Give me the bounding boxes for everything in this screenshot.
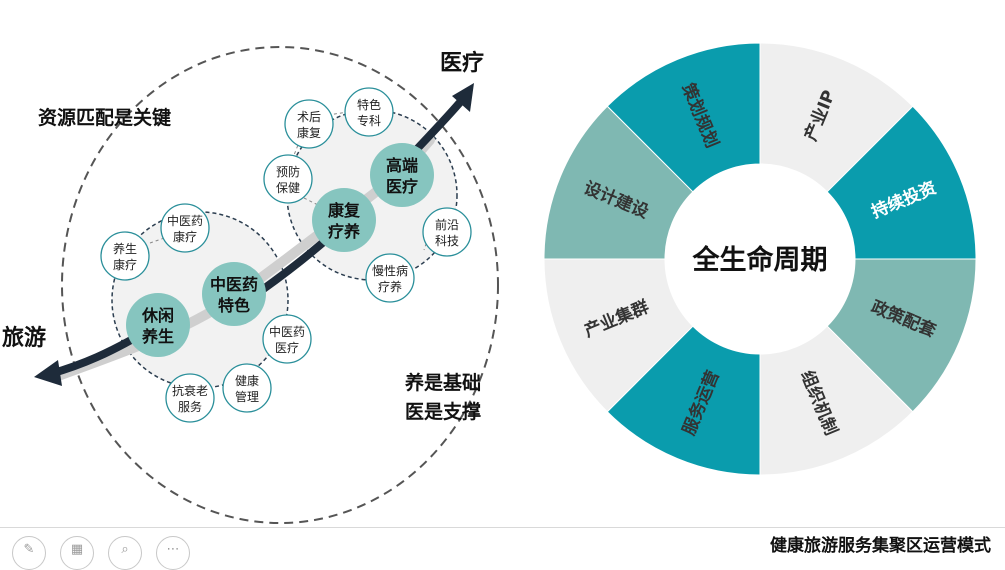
main-node-label: 疗养 — [328, 222, 361, 241]
small-node-label: 保健 — [276, 181, 300, 195]
small-node-label: 术后 — [297, 110, 321, 124]
wheel-center — [665, 164, 855, 354]
small-node-label: 管理 — [235, 389, 259, 404]
slides-icon[interactable]: ▦ — [60, 536, 94, 570]
bottom-toolbar: ✎ ▦ ⌕ ⋯ 健康旅游服务集聚区运营模式 — [0, 527, 1005, 570]
outer-dashed-circle — [61, 46, 499, 524]
small-node-label: 康疗 — [173, 229, 197, 244]
label-top: 资源匹配是关键 — [38, 106, 171, 129]
main-node-label: 康复 — [328, 201, 361, 220]
small-node-label: 预防 — [276, 164, 300, 179]
small-node-label: 慢性病 — [372, 263, 408, 278]
arrow-tail-head — [34, 360, 62, 386]
wheel-center-label: 全生命周期 — [692, 244, 828, 276]
label-bottom-2: 医是支撑 — [405, 400, 481, 423]
main-node-label: 医疗 — [386, 177, 418, 196]
main-node-label: 特色 — [218, 296, 250, 315]
small-node-label: 康疗 — [113, 257, 137, 272]
small-node-label: 中医药 — [269, 324, 305, 339]
zoom-icon[interactable]: ⌕ — [108, 536, 142, 570]
small-node-label: 养生 — [113, 241, 137, 256]
arrow-tail-label: 旅游 — [2, 325, 46, 351]
small-node-label: 前沿 — [435, 217, 459, 232]
small-node-label: 抗衰老 — [172, 383, 208, 398]
more-icon[interactable]: ⋯ — [156, 536, 190, 570]
small-node-label: 康复 — [297, 125, 321, 140]
small-node-label: 医疗 — [275, 341, 299, 355]
small-node-label: 疗养 — [378, 279, 402, 294]
small-node-label: 专科 — [357, 113, 381, 128]
small-node-label: 健康 — [235, 373, 259, 388]
page-caption: 健康旅游服务集聚区运营模式 — [770, 536, 991, 556]
lifecycle-wheel: 策划规划产业IP持续投资政策配套组织机制服务运营产业集群设计建设 全生命周期 — [543, 42, 977, 476]
pencil-icon[interactable]: ✎ — [12, 536, 46, 570]
arrow-head-label: 医疗 — [440, 50, 484, 76]
main-node-label: 养生 — [141, 327, 174, 346]
main-node-label: 中医药 — [210, 275, 258, 294]
small-node-label: 服务 — [178, 399, 202, 414]
small-node-label: 中医药 — [167, 213, 203, 228]
small-node-label: 科技 — [435, 234, 459, 248]
main-node-label: 高端 — [386, 156, 418, 175]
main-node-label: 休闲 — [141, 306, 174, 325]
label-bottom-1: 养是基础 — [404, 371, 481, 394]
arrow-head — [452, 83, 474, 112]
small-node-label: 特色 — [357, 97, 381, 112]
